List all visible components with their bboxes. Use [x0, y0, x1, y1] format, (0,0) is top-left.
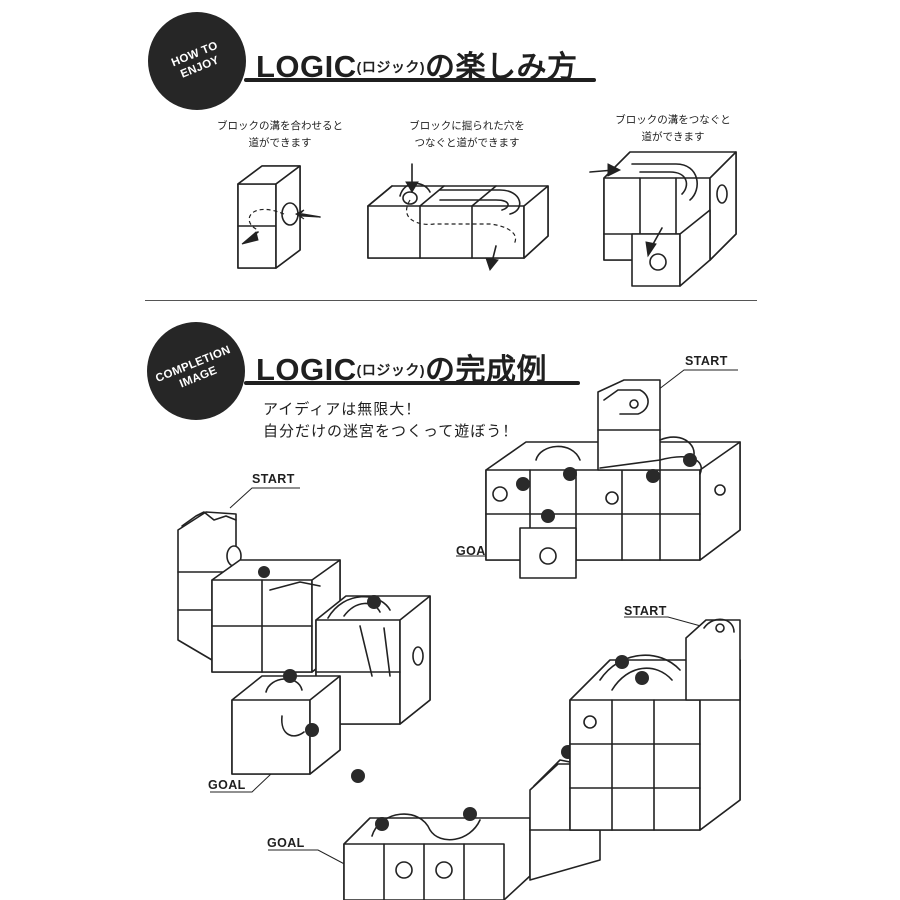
label-goal-left: GOAL	[208, 778, 246, 792]
label-goal-top-right: GOAL	[456, 544, 494, 558]
illustration-groove	[237, 165, 321, 269]
label-start-bottom-right: START	[624, 604, 667, 618]
section-divider	[145, 300, 757, 301]
completion-image-badge: COMPLETION IMAGE	[147, 322, 245, 420]
illustration-holes	[367, 163, 549, 272]
label-goal-bottom: GOAL	[267, 836, 305, 850]
title-paren: (ロジック)	[356, 59, 425, 75]
structure-top-right	[485, 379, 741, 579]
structure-left	[177, 511, 431, 783]
caption-connect: ブロックの溝をつなぐと 道ができます	[615, 114, 731, 143]
title-paren: (ロジック)	[356, 362, 425, 378]
caption-holes: ブロックに掘られた穴を つなぐと道ができます	[409, 120, 525, 149]
illustration-connect	[589, 151, 737, 287]
title-underline	[244, 78, 596, 82]
structure-bottom-right	[343, 618, 741, 900]
label-start-top-right: START	[685, 354, 728, 368]
title-underline	[244, 381, 580, 385]
tagline: アイディアは無限大！ 自分だけの迷宮をつくって遊ぼう！	[263, 400, 519, 440]
caption-grooves: ブロックの溝を合わせると 道ができます	[217, 120, 343, 149]
label-start-left: START	[252, 472, 295, 486]
how-to-enjoy-badge: HOW TO ENJOY	[148, 12, 246, 110]
